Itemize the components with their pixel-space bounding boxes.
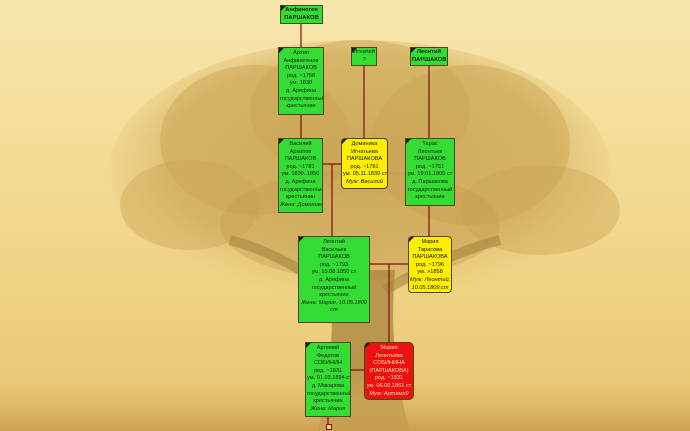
card-corner-icon <box>352 48 357 53</box>
person-card-line: ПАРШАКОВ <box>318 254 350 261</box>
person-card-line: Жена: Доминика <box>280 201 323 208</box>
person-card-line: ум. 1830 <box>289 80 313 87</box>
person-card-line: Тарас <box>422 141 438 147</box>
person-card-line: СОБИНИНА <box>373 360 405 367</box>
card-corner-icon <box>365 343 370 348</box>
person-card-line: ум. 15.08.1850 ст <box>311 269 357 276</box>
person-card-line: ум. 19.01.1800 ст <box>407 171 453 178</box>
person-card-line: ПАРШАКОВА <box>412 254 448 261</box>
person-card-line: Васильев <box>321 246 347 253</box>
person-card-line: ПАРШАКОВ <box>285 65 317 72</box>
card-corner-icon <box>279 139 284 144</box>
person-card-line: государственный <box>407 186 453 193</box>
expand-descendants-marker[interactable] <box>326 424 332 430</box>
person-card-line: ПАРШАКОВ <box>414 156 446 163</box>
person-card-line: Леонтий <box>416 49 442 55</box>
person-card-line: Анфиногенов <box>283 57 319 64</box>
person-card-line: ум. 05.11.1839 ст <box>343 171 388 178</box>
person-card-line: ум. >1858 <box>417 269 443 276</box>
person-card-line: крестьянин <box>313 398 343 405</box>
person-card-line: Леонтий <box>323 239 345 245</box>
person-card-line: Муж: Артемий <box>369 390 409 397</box>
person-card-line: род. ~1793 <box>319 261 349 268</box>
person-card-line: Артемий <box>316 345 340 351</box>
card-corner-icon <box>342 139 347 144</box>
card-corner-icon <box>306 343 311 348</box>
person-card-line: Игнатьева <box>351 148 378 155</box>
person-card-line: д. Арефина <box>285 87 317 94</box>
person-card-line: род. ~1831 <box>313 367 343 374</box>
person-card-line: крестьянин <box>285 194 316 201</box>
person-card-line: ум. 06.06.1861 ст <box>366 382 412 389</box>
person-card-line: (ПАРШАКОВА) <box>369 367 409 374</box>
person-card-line: ? <box>362 56 366 63</box>
person-card-line: Муж: Василий <box>346 178 383 185</box>
person-card-line: д. Макарова <box>311 382 345 389</box>
person-card-line: государственный <box>311 284 357 291</box>
person-card-line: СОБИНИН <box>313 360 343 367</box>
person-card-line: Тарасова <box>417 246 443 253</box>
person-card-line: ст <box>330 307 338 314</box>
person-card-line: Василий <box>289 141 312 147</box>
person-card-line: Жена: Мария, 10.05.1809 <box>301 299 367 306</box>
person-card-line: ПАРШАКОВ <box>284 14 319 21</box>
person-card-line: род. ~1751 <box>415 163 445 170</box>
person-card-line: род. ~1831 <box>374 375 404 382</box>
person-card-line: род. ~1781 <box>286 163 315 170</box>
person-card-line: Игнатий <box>353 49 375 55</box>
card-corner-icon <box>281 6 286 11</box>
person-card-line: Жена: Мария <box>310 405 346 412</box>
card-corner-icon <box>299 237 304 242</box>
person-card-line: 10.05.1809 ст <box>411 284 449 291</box>
person-card-line: Леонтьев <box>417 148 443 155</box>
person-card-line: государственный <box>280 95 324 102</box>
person-card-line: Мария <box>380 345 398 351</box>
person-card-line: Муж: Леонтий, <box>410 276 451 283</box>
card-corner-icon <box>279 48 284 53</box>
person-card-line: род. ~1758 <box>286 72 316 79</box>
person-card-line: крестьянин <box>319 292 349 299</box>
person-card-line: Леонтьева <box>375 352 403 359</box>
person-card-line: государственный <box>307 390 351 397</box>
person-card-line: Федотов <box>316 352 340 359</box>
person-card-line: ПАРШАКОВ <box>284 156 317 163</box>
person-card-line: род. ~1796 <box>415 261 445 268</box>
person-card-line: ПАРШАКОВА <box>346 156 383 163</box>
person-card-line: крестьянин <box>286 103 316 110</box>
person-card-line: государственный <box>280 186 323 193</box>
person-card-line: ум. 01.03.1894 ст <box>307 375 351 382</box>
person-card-line: ум. 1839..1850 <box>281 171 320 178</box>
person-card-line: д. Арефина <box>285 178 316 185</box>
card-corner-icon <box>406 139 411 144</box>
person-card-line: Архип <box>293 50 309 56</box>
person-card-line: д. Арефина <box>318 276 350 283</box>
person-card-line: род. ~1781 <box>350 163 379 170</box>
person-card-line: Мария <box>421 239 439 245</box>
person-card-line: Анфиноген <box>285 7 318 13</box>
person-card-line: ПАРШАКОВ <box>412 56 447 63</box>
card-corner-icon <box>409 237 414 242</box>
card-corner-icon <box>411 48 416 53</box>
person-card-line: Доминика <box>351 141 378 147</box>
person-card-line: Архипов <box>289 148 312 155</box>
person-card-ignaty[interactable]: Игнатий? <box>351 47 377 66</box>
person-card-line: крестьянин <box>415 194 445 201</box>
person-card-line: д. Паршакова <box>412 178 448 185</box>
